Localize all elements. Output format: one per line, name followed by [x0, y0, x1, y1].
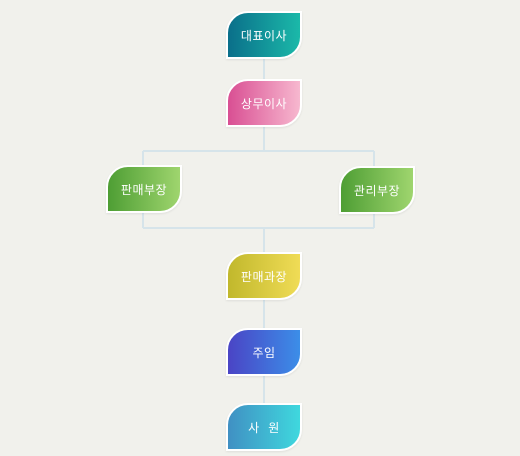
node-sales-manager[interactable]: 판매부장: [106, 165, 182, 213]
node-sales-manager-label: 판매부장: [120, 182, 168, 197]
node-staff-label: 사 원: [248, 420, 280, 435]
node-admin-manager[interactable]: 관리부장: [339, 166, 415, 214]
node-assistant-manager-label: 주임: [252, 345, 276, 360]
node-managing-director-label: 상무이사: [240, 96, 288, 111]
node-ceo[interactable]: 대표이사: [226, 11, 302, 59]
node-staff[interactable]: 사 원: [226, 403, 302, 451]
node-managing-director[interactable]: 상무이사: [226, 79, 302, 127]
node-assistant-manager[interactable]: 주임: [226, 328, 302, 376]
node-admin-manager-label: 관리부장: [353, 183, 401, 198]
node-sales-section-chief-label: 판매과장: [240, 269, 288, 284]
node-sales-section-chief[interactable]: 판매과장: [226, 252, 302, 300]
node-ceo-label: 대표이사: [240, 28, 288, 43]
